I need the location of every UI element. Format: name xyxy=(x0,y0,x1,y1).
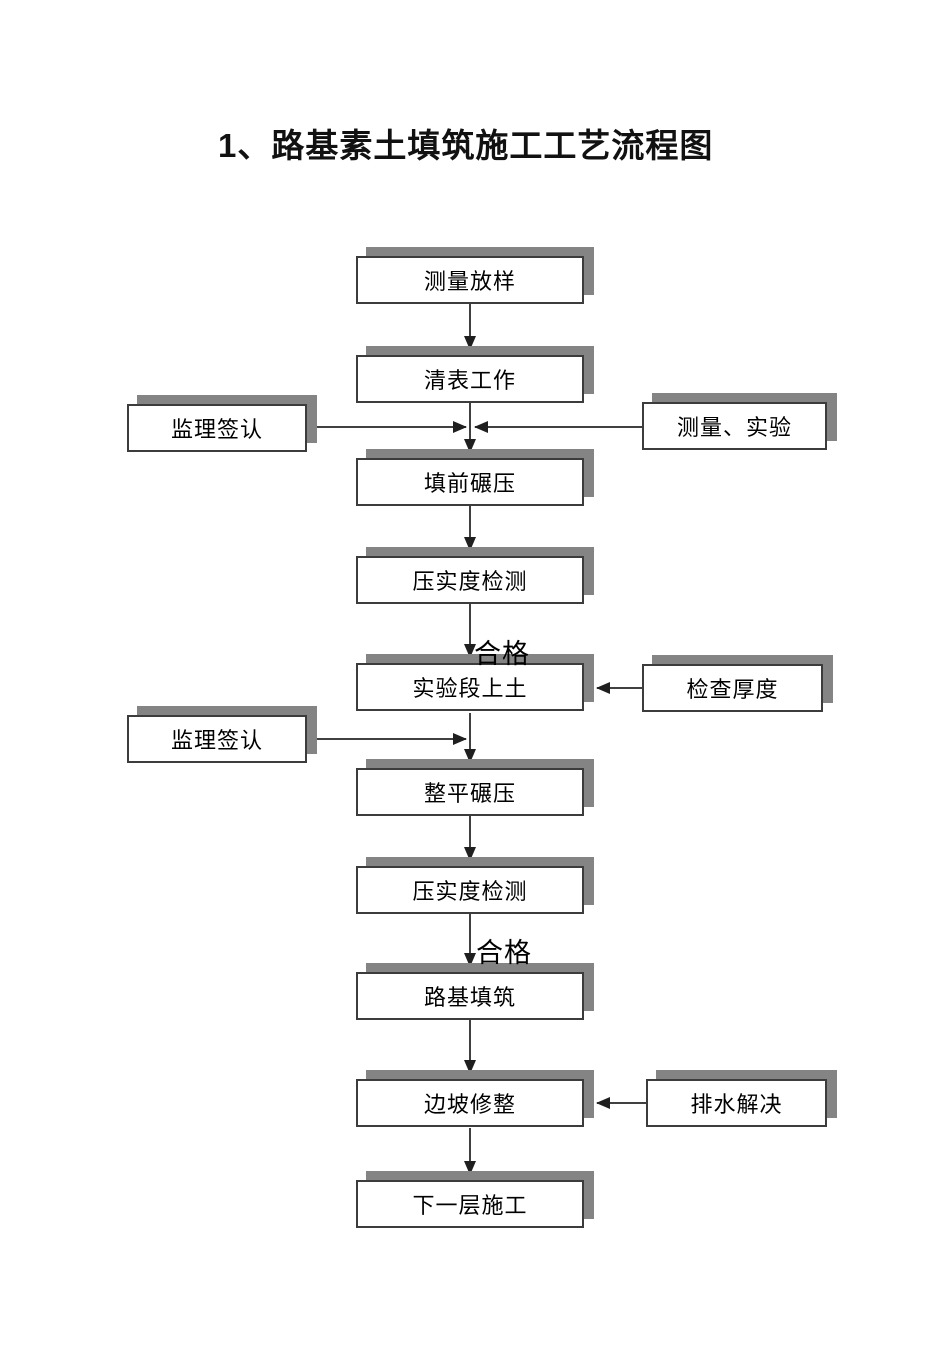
flow-step-label: 检查厚度 xyxy=(686,677,779,702)
flow-step-trial-section-soil: 实验段上土 xyxy=(356,663,584,711)
flow-step-label: 压实度检测 xyxy=(412,569,528,594)
flow-step-label: 测量放样 xyxy=(423,269,516,294)
flow-step-label: 填前碾压 xyxy=(423,471,516,496)
flow-step-label: 边坡修整 xyxy=(423,1092,516,1117)
flow-step-label: 排水解决 xyxy=(690,1092,783,1117)
flow-step-compaction-test-2: 压实度检测 xyxy=(356,866,584,914)
flow-step-label: 监理签认 xyxy=(170,417,263,442)
flow-step-label: 路基填筑 xyxy=(423,985,516,1010)
flow-side-thickness-check: 检查厚度 xyxy=(642,664,823,712)
flow-step-leveling-rolling: 整平碾压 xyxy=(356,768,584,816)
flow-step-label: 下一层施工 xyxy=(412,1193,528,1218)
flow-step-label: 压实度检测 xyxy=(412,879,528,904)
flow-step-label: 实验段上土 xyxy=(412,676,528,701)
flow-step-subgrade-filling: 路基填筑 xyxy=(356,972,584,1020)
flow-step-next-layer-construction: 下一层施工 xyxy=(356,1180,584,1228)
flow-step-label: 测量、实验 xyxy=(676,415,792,440)
flow-step-compaction-test-1: 压实度检测 xyxy=(356,556,584,604)
edge-label-qualified-1: 合格 xyxy=(474,639,530,669)
flow-side-supervisor-sign-off-1: 监理签认 xyxy=(127,404,307,452)
edge-label-qualified-2: 合格 xyxy=(476,938,532,968)
flow-side-supervisor-sign-off-2: 监理签认 xyxy=(127,715,307,763)
flow-step-label: 监理签认 xyxy=(170,728,263,753)
flow-step-label: 清表工作 xyxy=(423,368,516,393)
flow-step-slope-trimming: 边坡修整 xyxy=(356,1079,584,1127)
flow-step-pre-fill-rolling: 填前碾压 xyxy=(356,458,584,506)
flow-step-label: 整平碾压 xyxy=(423,781,516,806)
flow-step-survey-setting-out: 测量放样 xyxy=(356,256,584,304)
flow-step-site-clearing: 清表工作 xyxy=(356,355,584,403)
page-title: 1、路基素土填筑施工工艺流程图 xyxy=(218,127,714,164)
flow-side-survey-experiment: 测量、实验 xyxy=(642,402,827,450)
flow-side-drainage-solution: 排水解决 xyxy=(646,1079,827,1127)
